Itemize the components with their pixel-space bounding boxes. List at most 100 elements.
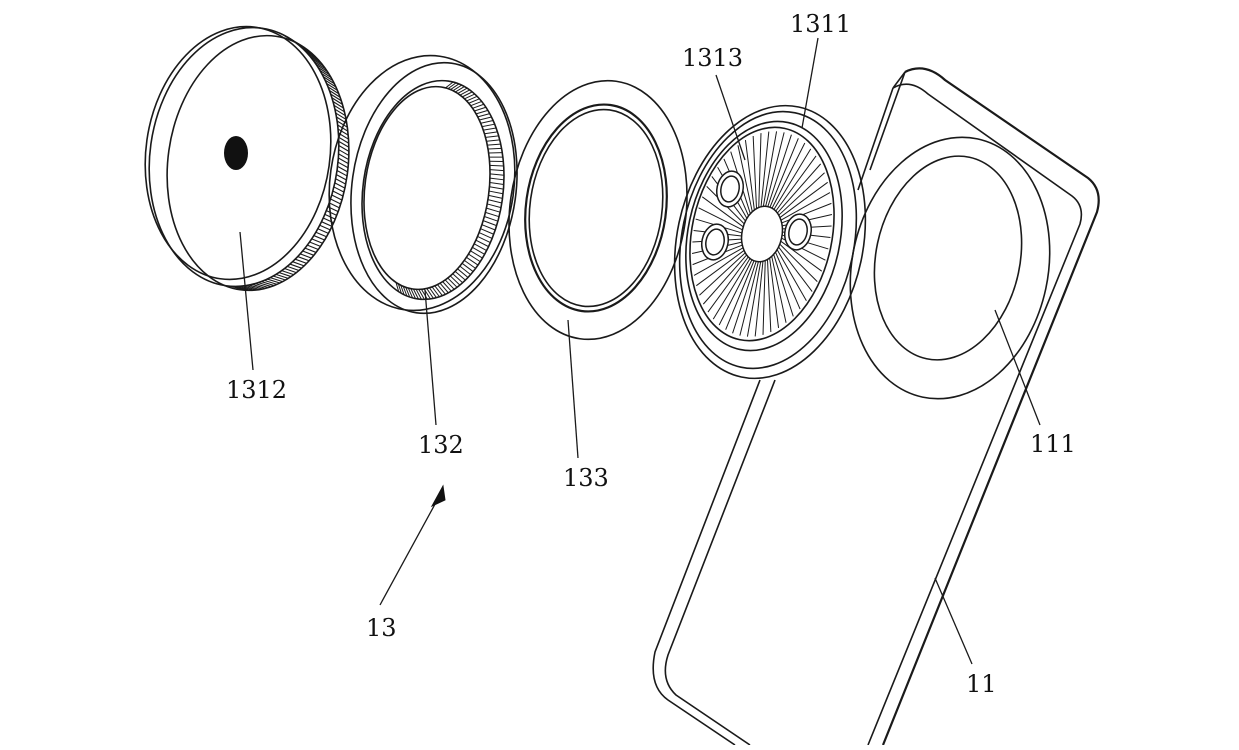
knurl-tooth [336,175,346,180]
gear-tooth [483,221,496,226]
gear-tooth [476,110,488,114]
gear-tooth [455,271,465,280]
gear-tooth [429,288,436,298]
gear-tooth [443,282,452,292]
fan-hub [737,202,788,265]
gear-tooth [489,187,503,189]
knurl-tooth [316,232,327,237]
gear-tooth [473,104,484,108]
gear-tooth [448,278,457,287]
gear-tooth [487,204,501,208]
knurl-tooth [307,245,318,249]
leader-lines [240,38,1040,664]
gear-tooth [486,140,499,141]
gear-tooth [483,128,496,130]
gear-tooth [489,191,503,194]
gear-tooth [432,287,439,297]
fan-blade [767,259,770,332]
gear-tooth [488,200,502,203]
gear-tooth [460,266,471,274]
knurl-tooth [336,179,346,184]
gear-tooth [462,263,473,271]
gear-tooth [490,182,504,184]
gear-tooth [440,283,448,293]
arrow-head-13 [432,486,445,506]
fan-blade [719,260,752,325]
label-133: 133 [563,464,609,492]
knurl-tooth [335,183,345,188]
gear-tooth [478,114,490,117]
gear-tooth [445,280,454,289]
knurl-tooth [305,248,316,252]
fan-blade [713,258,750,319]
camera-recess-111 [827,119,1074,418]
knurl-tooth [314,236,325,240]
knurl-tooth [326,211,336,216]
knurl-tooth [300,254,311,258]
gear-tooth [416,289,421,299]
gear-tooth [474,107,486,111]
seal-ring-133 [493,69,703,351]
gear-tooth [435,286,443,296]
gear-tooth [486,136,499,138]
gear-tooth [490,174,504,175]
label-1312: 1312 [226,376,287,404]
gear-tooth [451,84,459,90]
gear-tooth [487,144,500,145]
gear-tooth [450,276,460,285]
fan-blade [753,136,756,209]
fan-blade [774,149,811,210]
knurl-tooth [332,195,342,200]
label-111: 111 [1030,430,1076,458]
gear-tooth [482,124,495,126]
knurl-tooth [333,191,343,196]
gear-tooth [419,289,425,299]
cover-hole [224,136,248,170]
fan-blade [772,143,805,208]
fan-blade [733,261,757,333]
fan-blade [759,133,761,207]
gear-tooth [484,132,497,134]
knurl-tooth [321,222,332,227]
fan-blade [777,164,820,213]
label-132: 132 [418,431,464,459]
gear-tooth [484,217,498,222]
gear-tooth [482,225,495,230]
label-1313: 1313 [682,44,743,72]
gear-tooth [453,274,463,283]
gear-tooth [448,83,456,89]
knurl-tooth [303,251,314,255]
knurl-tooth [261,282,274,286]
gear-tooth [453,85,462,91]
knurl-tooth [310,242,321,246]
gear-tooth [481,229,494,235]
gear-tooth [427,288,434,298]
fan-blade [768,135,792,207]
reference-labels: 1311 1313 1312 132 133 111 13 11 [226,10,1076,698]
cover-1312 [129,14,365,302]
gear-tooth [479,117,491,120]
gear-tooth [455,87,464,92]
gear-tooth [437,285,445,295]
gear-tooth [486,208,500,212]
gear-tooth [488,148,502,149]
gear-tooth [446,82,454,88]
knurl-tooth [320,225,331,230]
gear-tooth [464,260,475,268]
gear-tooth [485,212,499,216]
gear-tooth [489,195,503,198]
gear-tooth [421,289,427,299]
label-13: 13 [366,614,397,642]
knurl-tooth [334,187,344,192]
gear-tooth [490,178,504,180]
knurl-tooth [329,203,339,208]
knurl-tooth [318,229,329,234]
gear-tooth [490,165,504,166]
gear-tooth [458,269,468,278]
knurl-tooth [331,199,341,204]
phone-body [653,68,1099,745]
knurl-tooth [312,239,323,243]
fan-blade [763,260,765,334]
